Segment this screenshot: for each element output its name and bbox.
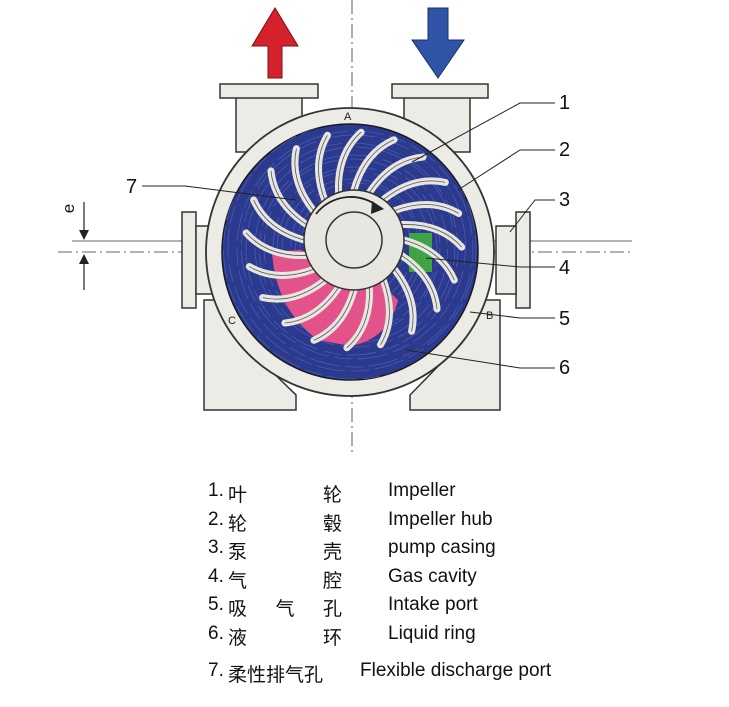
impeller-blade-edge <box>338 131 362 193</box>
legend-number: 7. <box>208 660 224 681</box>
impeller-blade-edge <box>394 269 414 332</box>
impeller-blade-edge <box>401 255 438 310</box>
rotation-arrow-head <box>371 201 384 214</box>
legend-number: 3. <box>208 537 224 558</box>
legend-english: pump casing <box>388 537 496 558</box>
impeller-blade-edge <box>346 287 370 349</box>
legend: 1. 叶轮 Impeller 2. 轮毂 Impeller hub 3. 泵壳 … <box>208 480 658 689</box>
legend-english: Liquid ring <box>388 622 476 644</box>
legend-number: 1. <box>208 480 224 501</box>
eccentricity-dimension <box>79 202 89 290</box>
legend-number: 6. <box>208 622 224 644</box>
legend-row: 2. 轮毂 Impeller hub <box>208 509 658 538</box>
legend-chinese: 气腔 <box>228 570 342 592</box>
legend-number: 2. <box>208 508 224 530</box>
impeller-blade-edge <box>270 170 307 225</box>
legend-chinese: 泵壳 <box>228 542 342 563</box>
impeller-blade-edge <box>318 135 328 200</box>
legend-english: Flexible discharge port <box>360 660 552 681</box>
legend-number: 5. <box>208 594 224 615</box>
legend-chinese: 吸气孔 <box>228 599 342 620</box>
legend-chinese: 液环 <box>228 627 342 649</box>
legend-row: 1. 叶轮 Impeller <box>208 480 658 509</box>
impeller-blade-edge <box>394 204 459 214</box>
impeller-blade-edge <box>369 156 424 193</box>
legend-row: 4. 气腔 Gas cavity <box>208 566 658 595</box>
legend-chinese: 轮毂 <box>228 513 342 535</box>
legend-row: 7. 柔性排气孔 Flexible discharge port <box>208 660 658 689</box>
legend-chinese: 叶轮 <box>228 485 342 506</box>
legend-number: 4. <box>208 565 224 587</box>
impeller-blade-edge <box>401 224 463 248</box>
impeller-blade-edge <box>253 199 305 241</box>
point-label-a: A <box>344 111 352 123</box>
pump-diagram <box>58 0 632 455</box>
callout-4: 4 <box>559 257 571 279</box>
callout-2: 2 <box>559 139 571 161</box>
legend-english: Intake port <box>388 594 478 615</box>
shaft-circle <box>325 211 383 269</box>
leader-lines <box>142 102 555 369</box>
impeller-blade-edge <box>313 289 355 341</box>
impeller-blade-edge <box>284 287 339 324</box>
impeller-blade-edge <box>294 148 314 211</box>
legend-chinese: 柔性排气孔 <box>228 665 324 686</box>
point-label-c: C <box>228 315 236 327</box>
legend-english: Gas cavity <box>388 565 477 587</box>
impeller-blade-edge <box>353 139 395 191</box>
callout-5: 5 <box>559 308 571 330</box>
impeller-blade-edge <box>383 180 446 200</box>
impeller-blade-edge <box>245 232 307 256</box>
callout-3: 3 <box>559 189 571 211</box>
callout-1: 1 <box>559 92 571 114</box>
impeller-blade-edge <box>249 266 314 276</box>
legend-row: 3. 泵壳 pump casing <box>208 537 658 566</box>
legend-english: Impeller hub <box>388 508 493 530</box>
legend-row: 5. 吸气孔 Intake port <box>208 594 658 623</box>
point-label-b: B <box>486 310 494 322</box>
impeller-blades <box>242 128 466 352</box>
impeller-blade-edge <box>262 280 325 300</box>
inlet-arrow <box>411 7 465 79</box>
outlet-arrow <box>251 7 299 79</box>
callout-6: 6 <box>559 357 571 379</box>
legend-row: 6. 液环 Liquid ring <box>208 623 658 652</box>
eccentricity-label: e <box>59 203 79 214</box>
impeller-blade-edge <box>380 280 390 345</box>
callout-7: 7 <box>126 176 138 198</box>
legend-english: Impeller <box>388 480 456 501</box>
impeller-blade-edge <box>403 239 455 281</box>
